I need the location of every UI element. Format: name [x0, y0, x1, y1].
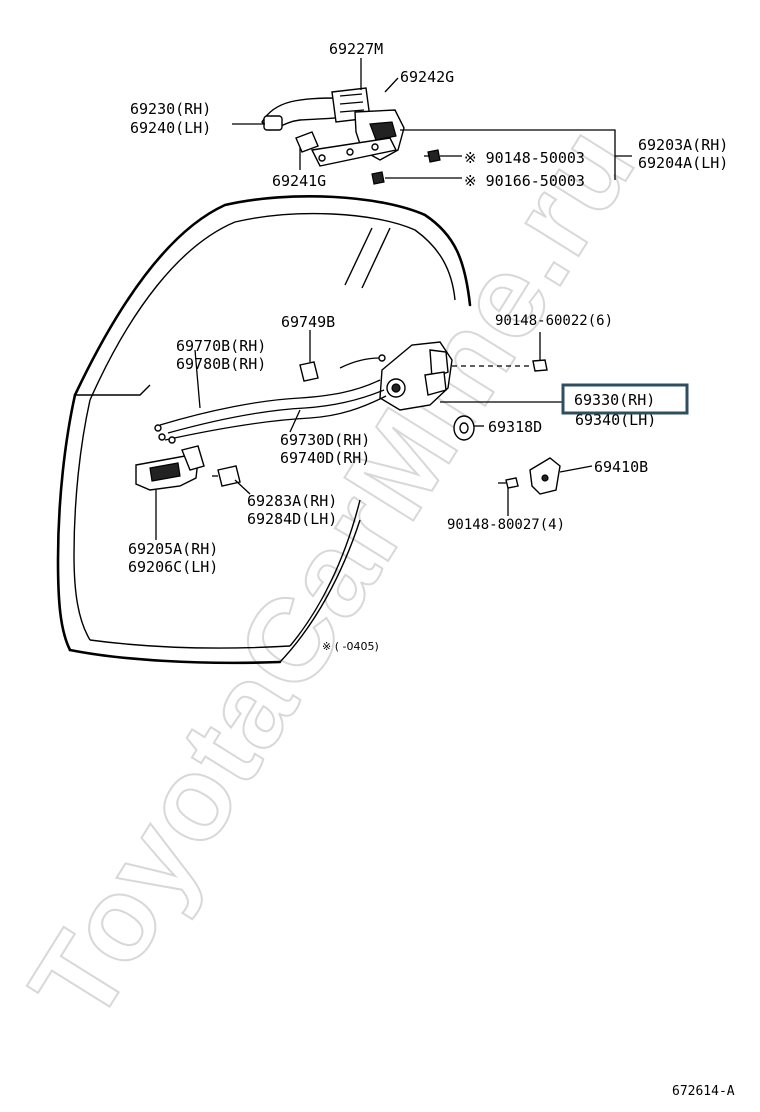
label-69780B: 69780B(RH)	[176, 355, 266, 373]
label-69227M: 69227M	[329, 40, 383, 58]
label-69730D: 69730D(RH)	[280, 431, 370, 449]
door-lock-assembly	[379, 341, 548, 441]
label-69410B: 69410B	[594, 458, 648, 476]
label-69340: 69340(LH)	[575, 411, 656, 429]
striker	[498, 457, 561, 495]
label-69205A: 69205A(RH)	[128, 540, 218, 558]
label-69330: 69330(RH)	[574, 391, 655, 409]
label-69242G: 69242G	[400, 68, 454, 86]
label-69230: 69230(RH)	[130, 100, 211, 118]
highlight-box	[561, 383, 689, 415]
lock-cables	[154, 354, 387, 444]
label-69241G: 69241G	[272, 172, 326, 190]
label-69206C: 69206C(LH)	[128, 558, 218, 576]
door-frame	[56, 194, 472, 665]
footnote: ※ ( -0405)	[322, 640, 379, 653]
label-69283A: 69283A(RH)	[247, 492, 337, 510]
label-69740D: 69740D(RH)	[280, 449, 370, 467]
outside-handle-assembly	[261, 87, 441, 185]
part-labels: 69227M 69242G 69230(RH) 69240(LH) 69203A…	[128, 40, 728, 576]
label-90166-50003: ※ 90166-50003	[464, 172, 585, 190]
label-90148-80027: 90148-80027(4)	[447, 517, 565, 533]
label-90148-50003: ※ 90148-50003	[464, 149, 585, 167]
leader-lines	[155, 58, 632, 540]
label-69318D: 69318D	[488, 418, 542, 436]
label-90148-60022: 90148-60022(6)	[495, 313, 613, 329]
label-69749B: 69749B	[281, 313, 335, 331]
label-69284D: 69284D(LH)	[247, 510, 337, 528]
inside-handle-bezel	[212, 465, 241, 487]
label-69204A: 69204A(LH)	[638, 154, 728, 172]
watermark: ToyotaCarMine.ru	[5, 103, 661, 1043]
label-69240: 69240(LH)	[130, 119, 211, 137]
inside-handle	[135, 445, 205, 491]
label-69770B: 69770B(RH)	[176, 337, 266, 355]
label-69203A: 69203A(RH)	[638, 136, 728, 154]
figure-id: 672614-A	[672, 1084, 735, 1099]
